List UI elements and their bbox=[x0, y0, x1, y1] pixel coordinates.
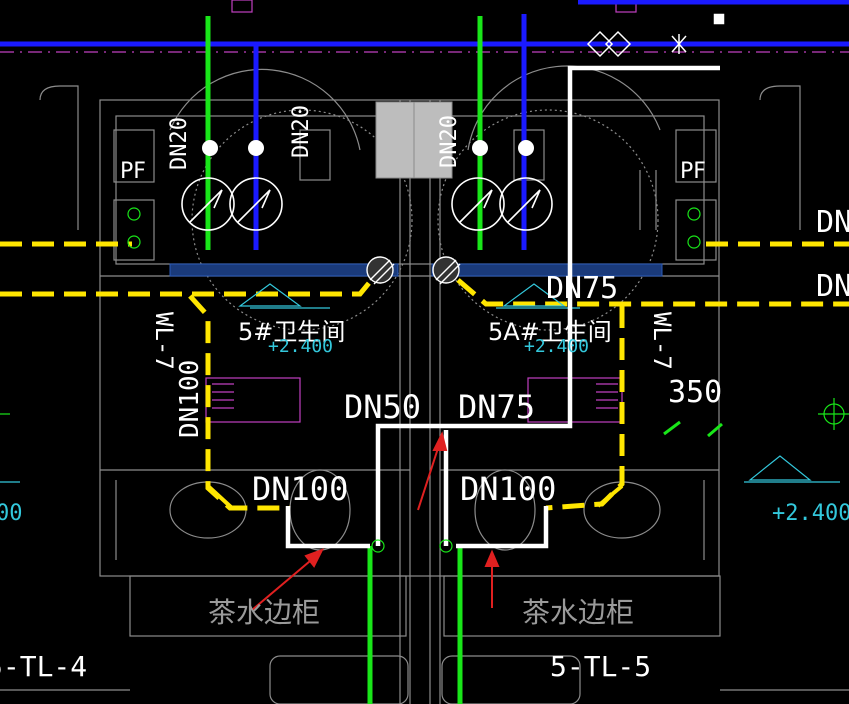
toilet-right bbox=[474, 469, 536, 551]
label-dim-350: 350 bbox=[668, 375, 722, 410]
meter-box-right bbox=[513, 129, 545, 181]
yellow-main-left bbox=[0, 270, 380, 297]
water-meters bbox=[181, 177, 553, 231]
label-dn100-vertical: DN100 bbox=[175, 360, 205, 438]
label-room-right: 5A#卫生间 bbox=[488, 318, 612, 346]
label-pf-right: PF bbox=[680, 159, 706, 184]
valve-box-left bbox=[113, 199, 155, 261]
meter-icon-2 bbox=[229, 177, 283, 231]
label-dn20-right: DN20 bbox=[437, 115, 462, 168]
lower-fixture-right bbox=[441, 655, 581, 704]
triangle-left bbox=[238, 283, 302, 307]
white-branch-left bbox=[285, 506, 370, 549]
label-dn50-center: DN50 bbox=[344, 388, 421, 426]
meter-icon-1 bbox=[181, 177, 235, 231]
label-tea-left: 茶水边柜 bbox=[208, 596, 320, 629]
magenta-mark-top-right bbox=[615, 0, 637, 13]
green-pipes bbox=[205, 16, 483, 704]
label-edge-dn-lower: DN bbox=[816, 269, 849, 304]
round-mark-right bbox=[437, 109, 659, 331]
label-pf-left: PF bbox=[120, 159, 146, 184]
label-dn100-right: DN100 bbox=[460, 470, 556, 508]
label-elev-far-left: 00 bbox=[0, 501, 23, 526]
valve-box-right bbox=[675, 199, 717, 261]
junction-dots bbox=[202, 140, 534, 156]
label-elev-left: +2.400 bbox=[268, 336, 333, 357]
label-dn20-left-a: DN20 bbox=[167, 117, 192, 170]
floor-drain-icons bbox=[366, 256, 461, 285]
pf-box-left bbox=[113, 129, 155, 183]
white-end-mark bbox=[713, 13, 725, 25]
white-branch-right bbox=[456, 506, 549, 549]
triangle-far-right bbox=[748, 455, 812, 481]
red-arrows bbox=[251, 431, 500, 611]
label-wl-right: WL-7 bbox=[648, 312, 676, 370]
magenta-fixture-right bbox=[527, 377, 623, 423]
label-elev-right: +2.400 bbox=[524, 336, 589, 357]
tea-cabinet-left bbox=[129, 575, 407, 637]
label-dn20-left-b: DN20 bbox=[289, 105, 314, 158]
valve-diamonds bbox=[586, 30, 687, 58]
label-tl-left: 5-TL-4 bbox=[0, 650, 87, 683]
meter-icon-4 bbox=[499, 177, 553, 231]
door-arc-right bbox=[759, 85, 801, 230]
label-tl-right: 5-TL-5 bbox=[550, 650, 651, 683]
blue-pipes bbox=[0, 0, 849, 250]
label-dn75-top: DN75 bbox=[546, 271, 618, 306]
label-tea-right: 茶水边柜 bbox=[522, 596, 634, 629]
lower-fixture-left bbox=[269, 655, 409, 704]
dimension-ticks bbox=[663, 420, 723, 438]
yellow-main-right bbox=[456, 278, 849, 307]
labels: DN20 DN20 DN20 PF PF 5#卫生间 5A#卫生间 +2.400… bbox=[0, 105, 849, 683]
label-dn75-center: DN75 bbox=[458, 388, 535, 426]
green-marks bbox=[0, 398, 849, 430]
pf-box-right bbox=[675, 129, 717, 183]
magenta-mark-top-left bbox=[231, 0, 253, 13]
label-elev-far-right: +2.400 bbox=[772, 501, 849, 526]
meter-icon-3 bbox=[451, 177, 505, 231]
meter-box-left bbox=[299, 129, 331, 181]
label-edge-dn-upper: DN bbox=[816, 205, 849, 240]
label-wl-left: WL-7 bbox=[150, 312, 178, 370]
floor-drain-hatch bbox=[169, 263, 663, 277]
swing-arc-left bbox=[169, 68, 361, 151]
cyan-marks bbox=[0, 283, 840, 483]
tea-cabinet-right bbox=[443, 575, 721, 637]
label-dn100-left: DN100 bbox=[252, 470, 348, 508]
white-main-route bbox=[375, 65, 720, 546]
valve-circles bbox=[127, 207, 701, 553]
door-arc-left bbox=[39, 85, 79, 230]
triangle-right bbox=[502, 283, 566, 307]
yellow-drain-arrows bbox=[206, 484, 624, 510]
label-room-left: 5#卫生间 bbox=[238, 318, 345, 346]
